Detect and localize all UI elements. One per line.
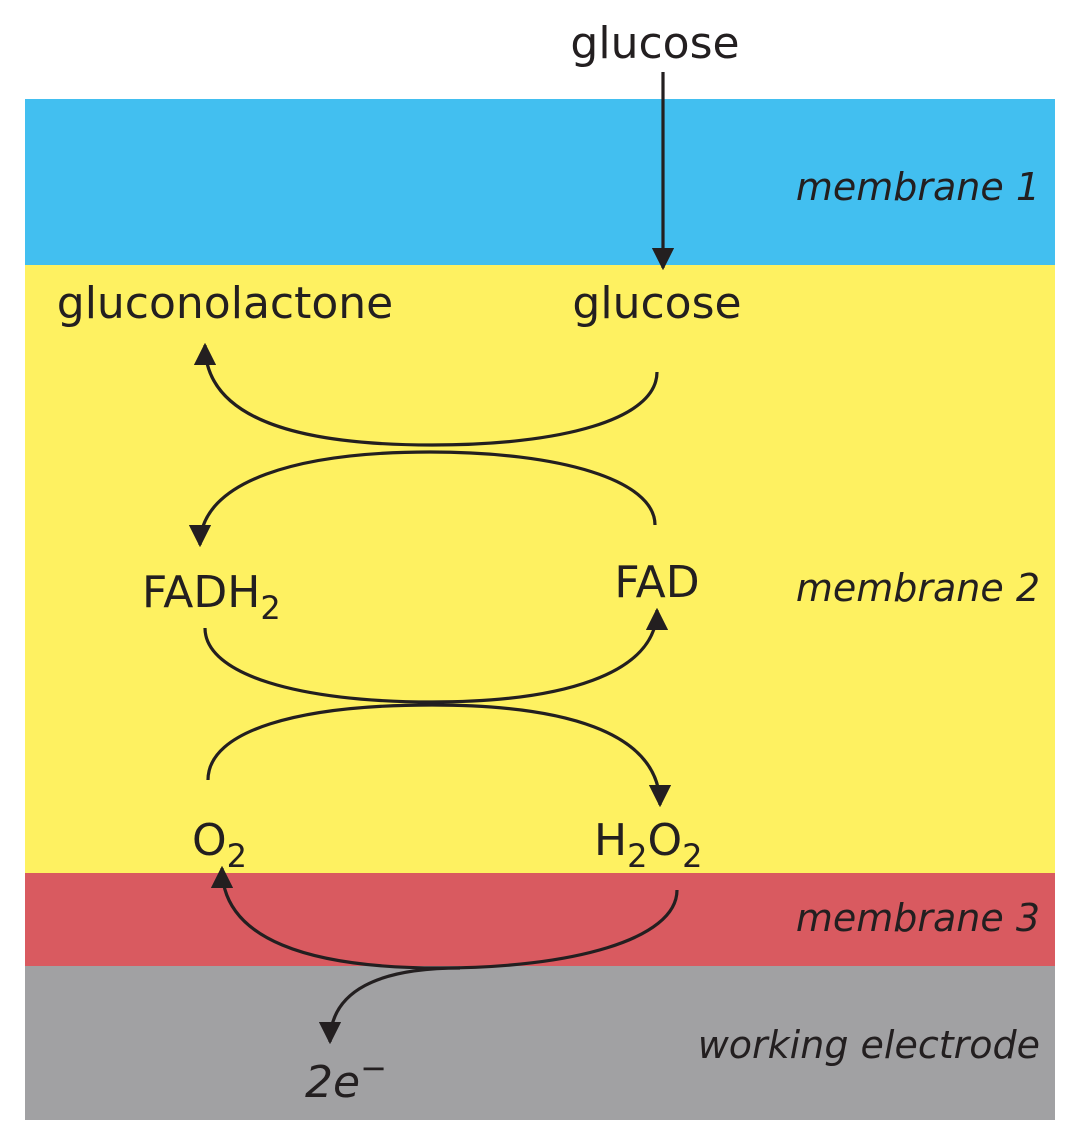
working-electrode-label: working electrode <box>698 1023 1040 1067</box>
membrane-1-layer <box>25 99 1055 265</box>
membrane-3-layer <box>25 873 1055 966</box>
fadh2-label: FADH2 <box>142 567 281 627</box>
glucose-outside-label: glucose <box>570 18 739 69</box>
membrane-2-layer <box>25 265 1055 873</box>
fad-reduction-arrow <box>188 450 657 548</box>
electron-transfer-arrow <box>318 966 461 1045</box>
fadh2-oxidation-arrow <box>203 607 669 704</box>
o2-label: O2 <box>192 815 247 875</box>
fad-label: FAD <box>614 557 699 608</box>
membrane-1-label: membrane 1 <box>796 165 1040 209</box>
membrane-3-label: membrane 3 <box>796 896 1040 940</box>
membrane-2-label: membrane 2 <box>796 566 1040 610</box>
h2o2-label: H2O2 <box>594 815 702 875</box>
glucose-oxidation-arrow <box>193 342 659 447</box>
gluconolactone-label: gluconolactone <box>57 278 393 329</box>
working-electrode-layer <box>25 966 1055 1120</box>
electrons-label: 2e− <box>305 1049 387 1108</box>
oxygen-reduction-arrow <box>206 703 672 808</box>
glucose-label: glucose <box>572 278 741 329</box>
